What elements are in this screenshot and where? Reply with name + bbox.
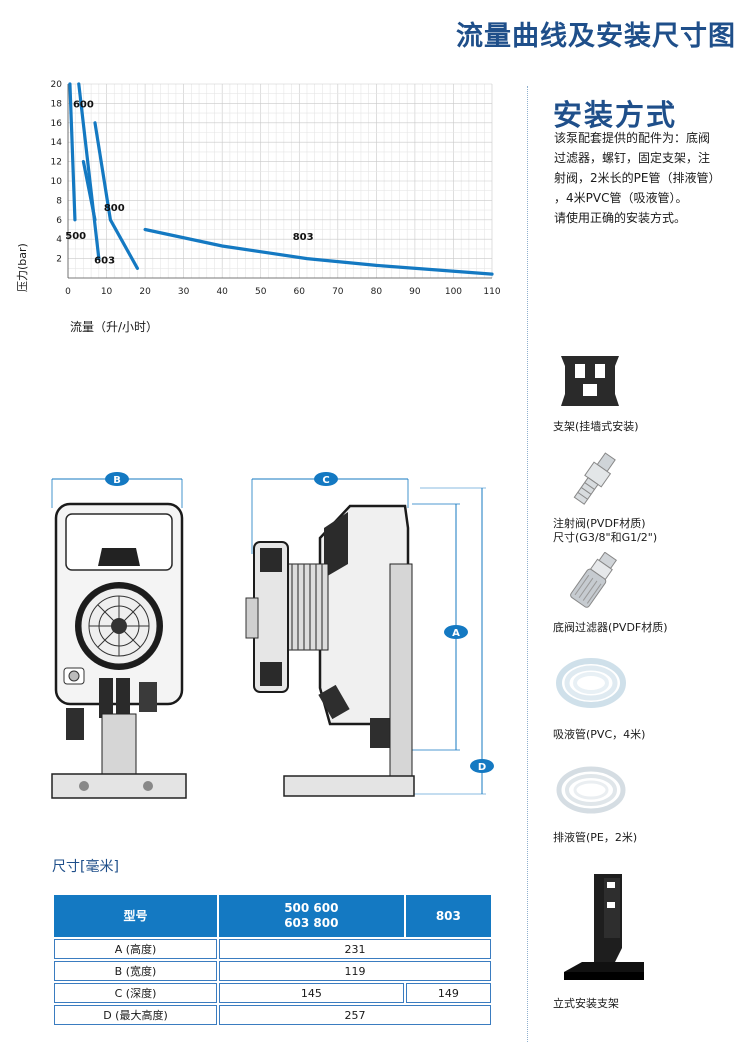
dim-a-label: A <box>452 628 460 639</box>
table-row: C (深度) 145 149 <box>54 983 491 1003</box>
foot-valve-filter-icon <box>570 552 617 608</box>
chart-ylabel: 压力(bar) <box>16 243 29 292</box>
accessory-label-foot-valve: 底阀过滤器(PVDF材质) <box>553 621 668 634</box>
discharge-tube-icon <box>556 766 626 814</box>
y-tick-label: 10 <box>51 177 63 187</box>
install-line: 射阀，2米长的PE管（排液管） <box>554 171 721 185</box>
install-line: 过滤器，螺钉，固定支架，注 <box>554 151 711 165</box>
y-tick-label: 18 <box>51 99 63 109</box>
row-label: C (深度) <box>54 983 217 1003</box>
y-tick-label: 4 <box>56 235 62 245</box>
flow-curve-svg: 0 10 20 30 40 50 60 70 80 90 100 110 2 4 6 8 10 12 14 16 18 2… <box>51 80 501 297</box>
series-line-603 <box>81 160 97 222</box>
header-models-line1: 500 600 <box>284 901 339 915</box>
column-divider <box>527 86 528 1042</box>
accessory-label-suction-tube: 吸液管(PVC，4米) <box>553 728 646 741</box>
series-line-500 <box>68 82 77 222</box>
table-row: A (高度) 231 <box>54 939 491 959</box>
series-label-603: 603 <box>94 255 115 266</box>
x-tick-label: 80 <box>371 287 383 297</box>
header-models-line2: 603 800 <box>284 916 339 930</box>
row-value: 257 <box>219 1005 491 1025</box>
install-line: 该泵配套提供的配件为：底阀 <box>554 131 711 145</box>
y-tick-label: 14 <box>51 138 63 148</box>
x-tick-label: 0 <box>65 287 71 297</box>
y-tick-label: 12 <box>51 158 62 168</box>
dim-d-label: D <box>478 762 486 773</box>
x-tick-label: 100 <box>445 287 462 297</box>
y-tick-label: 16 <box>51 119 63 129</box>
row-value: 231 <box>219 939 491 959</box>
row-label: D (最大高度) <box>54 1005 217 1025</box>
wall-bracket-icon <box>561 356 619 406</box>
install-description: 该泵配套提供的配件为：底阀 过滤器，螺钉，固定支架，注 射阀，2米长的PE管（排… <box>554 128 740 228</box>
chart-xlabel: 流量（升/小时） <box>70 320 159 334</box>
row-value: 119 <box>219 961 491 981</box>
series-label-600: 600 <box>73 99 94 110</box>
accessory-label-stand: 立式安装支架 <box>553 997 619 1010</box>
y-tick-label: 20 <box>51 80 63 90</box>
x-tick-label: 70 <box>332 287 344 297</box>
y-tick-label: 6 <box>56 216 62 226</box>
series-line-803 <box>143 227 494 276</box>
pump-front-view: B <box>51 472 187 799</box>
row-value: 149 <box>405 983 491 1003</box>
row-label: B (宽度) <box>54 961 217 981</box>
dims-table: 型号 500 600 603 800 803 A (高度) 231 B (宽度)… <box>52 893 493 1027</box>
dims-table-title: 尺寸[毫米] <box>52 859 119 875</box>
row-value: 145 <box>219 983 404 1003</box>
header-803: 803 <box>405 895 491 937</box>
x-tick-label: 110 <box>483 287 500 297</box>
x-tick-label: 10 <box>101 287 113 297</box>
x-tick-label: 40 <box>216 287 228 297</box>
dim-c-label: C <box>322 475 329 486</box>
flow-curve-chart: 0 10 20 30 40 50 60 70 80 90 100 110 2 4 6 8 10 12 14 16 18 2… <box>10 68 510 338</box>
x-tick-label: 50 <box>255 287 267 297</box>
row-label: A (高度) <box>54 939 217 959</box>
header-models-group: 500 600 603 800 <box>219 895 404 937</box>
table-row: D (最大高度) 257 <box>54 1005 491 1025</box>
accessory-label-discharge-tube: 排液管(PE，2米) <box>553 831 638 844</box>
y-tick-label: 8 <box>56 196 62 206</box>
accessory-label-bracket: 支架(挂墙式安装) <box>553 420 639 433</box>
series-label-500: 500 <box>65 231 86 242</box>
x-tick-label: 90 <box>409 287 421 297</box>
header-model: 型号 <box>54 895 217 937</box>
accessory-label-injection-valve: 注射阀(PVDF材质) 尺寸(G3/8"和G1/2") <box>553 517 658 544</box>
series-label-803: 803 <box>293 232 314 243</box>
x-tick-label: 30 <box>178 287 190 297</box>
install-line: ，4米PVC管（吸液管）。 <box>554 191 688 205</box>
page-title: 流量曲线及安装尺寸图 <box>456 21 736 52</box>
pump-side-view: C A D <box>245 472 494 797</box>
table-header-row: 型号 500 600 603 800 803 <box>54 895 491 937</box>
suction-tube-icon <box>556 658 626 708</box>
series-label-800: 800 <box>104 203 125 214</box>
x-tick-label: 60 <box>294 287 306 297</box>
install-line: 请使用正确的安装方式。 <box>554 211 687 225</box>
dim-b-label: B <box>113 475 121 486</box>
series-line-600 <box>77 82 101 261</box>
x-tick-label: 20 <box>139 287 151 297</box>
stand-bracket-icon <box>564 874 644 980</box>
injection-valve-icon <box>573 452 616 505</box>
install-title: 安装方式 <box>553 98 678 132</box>
series-line-800 <box>93 121 139 270</box>
y-tick-label: 2 <box>56 255 62 265</box>
table-row: B (宽度) 119 <box>54 961 491 981</box>
